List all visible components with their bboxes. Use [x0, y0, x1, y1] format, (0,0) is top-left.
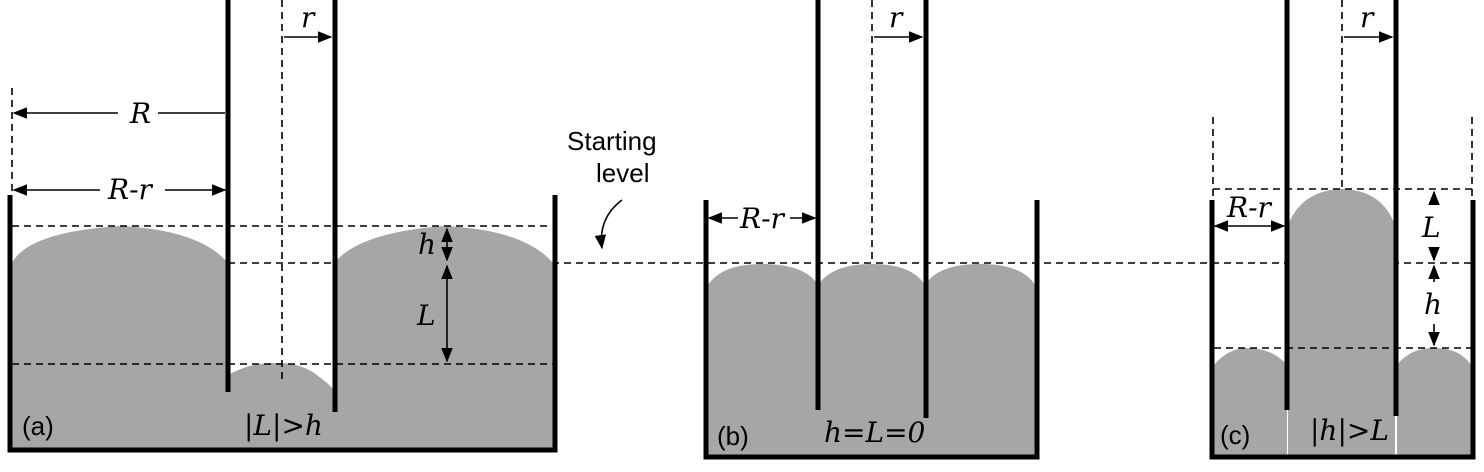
panel-a-condition: |L|>h: [244, 409, 323, 442]
panel-b: r R-r (b) h=L=0: [703, 0, 1040, 460]
panel-b-liquid: [708, 264, 1035, 455]
panel-c-Rr-label: R-r: [1226, 191, 1273, 224]
panel-c-L-label: L: [1421, 211, 1441, 244]
panel-b-condition: h=L=0: [824, 416, 925, 449]
panel-c: r R-r L h (c) |h|>L: [1209, 0, 1476, 460]
panel-c-h-label: h: [1424, 288, 1442, 321]
panel-a-L-label: L: [416, 299, 436, 332]
panel-a-R-label: R: [129, 97, 151, 130]
panel-a-liquid-outer: [12, 226, 553, 448]
panel-a-liquid-inner: [230, 362, 332, 448]
panel-a: r R R-r h L (a) |L|>h: [7, 0, 558, 453]
panel-a-h-label: h: [418, 228, 436, 261]
panel-a-label: (a): [22, 411, 54, 441]
starting-level-arrow: [594, 199, 623, 250]
panel-c-r-label: r: [1360, 1, 1375, 34]
panel-c-label: (c): [1220, 420, 1250, 450]
starting-level-text-1: Starting: [567, 126, 657, 156]
panel-c-condition: |h|>L: [1310, 414, 1389, 447]
panel-c-liquid-left: [1214, 348, 1287, 455]
panel-b-Rr-label: R-r: [739, 202, 786, 235]
panel-b-r-label: r: [889, 1, 904, 34]
starting-level-text-2: level: [596, 158, 649, 188]
panel-b-container: [703, 200, 1040, 460]
starting-level-annotation: Starting level: [567, 126, 657, 250]
panel-c-liquid-inner: [1288, 189, 1395, 455]
panel-a-container: [7, 195, 558, 453]
panel-a-Rr-label: R-r: [107, 173, 154, 206]
panel-c-liquid-right: [1397, 348, 1471, 455]
panel-a-r-label: r: [301, 1, 316, 34]
panel-c-container: [1209, 200, 1476, 460]
panel-b-label: (b): [717, 421, 749, 451]
